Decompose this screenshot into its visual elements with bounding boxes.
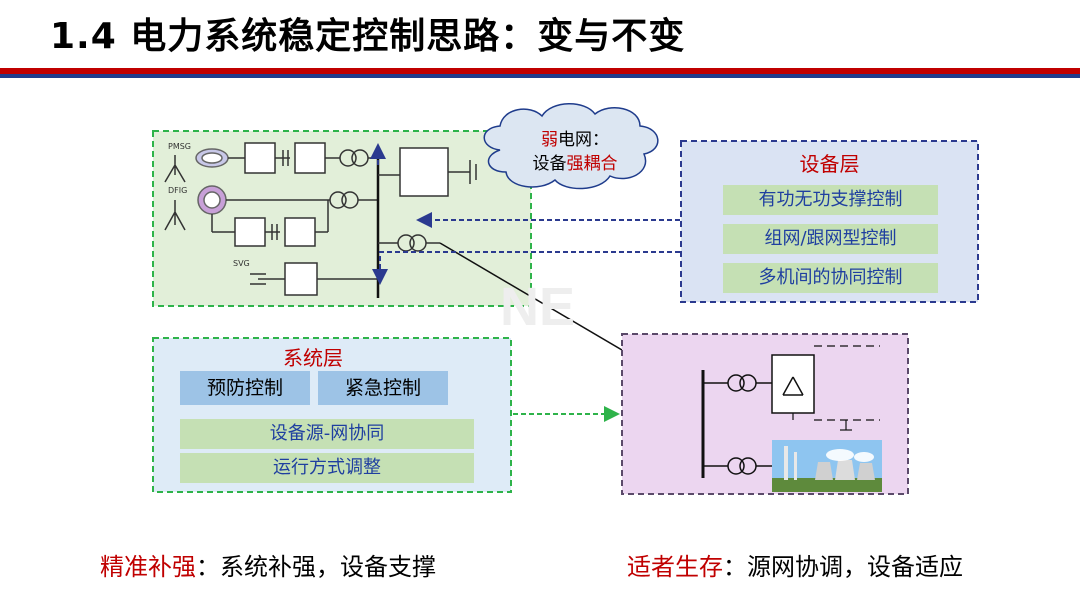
conclusion-left: 精准补强：系统补强，设备支撑	[100, 547, 436, 582]
device-item: 有功无功支撑控制	[723, 185, 938, 215]
title-underline-red	[0, 68, 1080, 74]
system-item: 运行方式调整	[180, 453, 474, 483]
svg-branch	[250, 262, 378, 296]
system-top-item: 紧急控制	[318, 371, 448, 405]
cloud-device: 设备	[532, 154, 567, 174]
cloud-weak: 弱	[541, 130, 558, 150]
conclusion-right-text: ：源网协调，设备适应	[723, 553, 963, 581]
watermark-logo: NE	[500, 277, 575, 337]
conclusion-right-key: 适者生存	[627, 553, 723, 581]
converter-branch	[378, 147, 477, 252]
cloud-coupling: 强耦合	[566, 154, 618, 174]
page-title: 1.4 电力系统稳定控制思路：变与不变	[50, 16, 686, 57]
dfig-branch	[164, 185, 378, 247]
cloud-grid: 电网：	[558, 130, 609, 150]
title-underline-blue	[0, 74, 1080, 78]
device-item: 组网/跟网型控制	[723, 224, 938, 254]
cloud-text: 弱电网： 设备强耦合	[520, 128, 630, 176]
system-item: 设备源-网协同	[180, 419, 474, 449]
device-control-arrows	[370, 143, 680, 285]
pmsg-label: PMSG	[168, 142, 192, 151]
power-plant-image	[772, 440, 882, 492]
pmsg-branch	[164, 142, 378, 183]
device-item: 多机间的协同控制	[723, 263, 938, 293]
system-layer-title: 系统层	[283, 346, 343, 370]
conclusion-left-text: ：系统补强，设备支撑	[196, 553, 436, 581]
system-top-item: 预防控制	[180, 371, 310, 405]
svg-label: SVG	[233, 259, 250, 268]
load-circuit	[701, 345, 880, 478]
weak-grid-cloud	[483, 103, 659, 190]
conclusion-right: 适者生存：源网协调，设备适应	[627, 547, 963, 582]
conclusion-left-key: 精准补强	[100, 553, 196, 581]
device-layer-title: 设备层	[799, 152, 860, 176]
dfig-label: DFIG	[168, 186, 188, 195]
